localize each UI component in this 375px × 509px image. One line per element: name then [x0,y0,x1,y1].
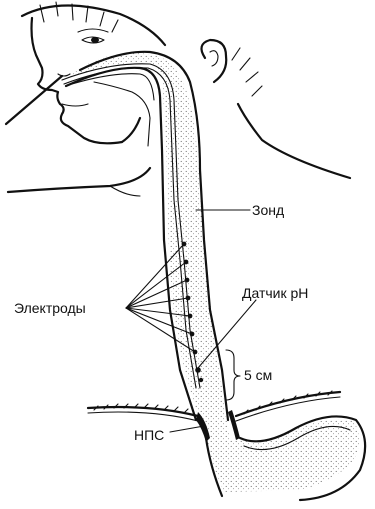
electrode-dot [199,378,203,382]
distance-label: 5 см [244,367,272,383]
probe-external [6,76,62,124]
electrodes-label: Электроды [14,300,86,316]
distance-brace [226,350,240,400]
ph-sensor-label: Датчик рН [242,285,308,301]
esophagus [66,52,230,440]
les-label: НПС [134,427,164,443]
les-leader [170,426,204,432]
body-outline [8,168,150,196]
probe-label: Зонд [252,202,284,218]
